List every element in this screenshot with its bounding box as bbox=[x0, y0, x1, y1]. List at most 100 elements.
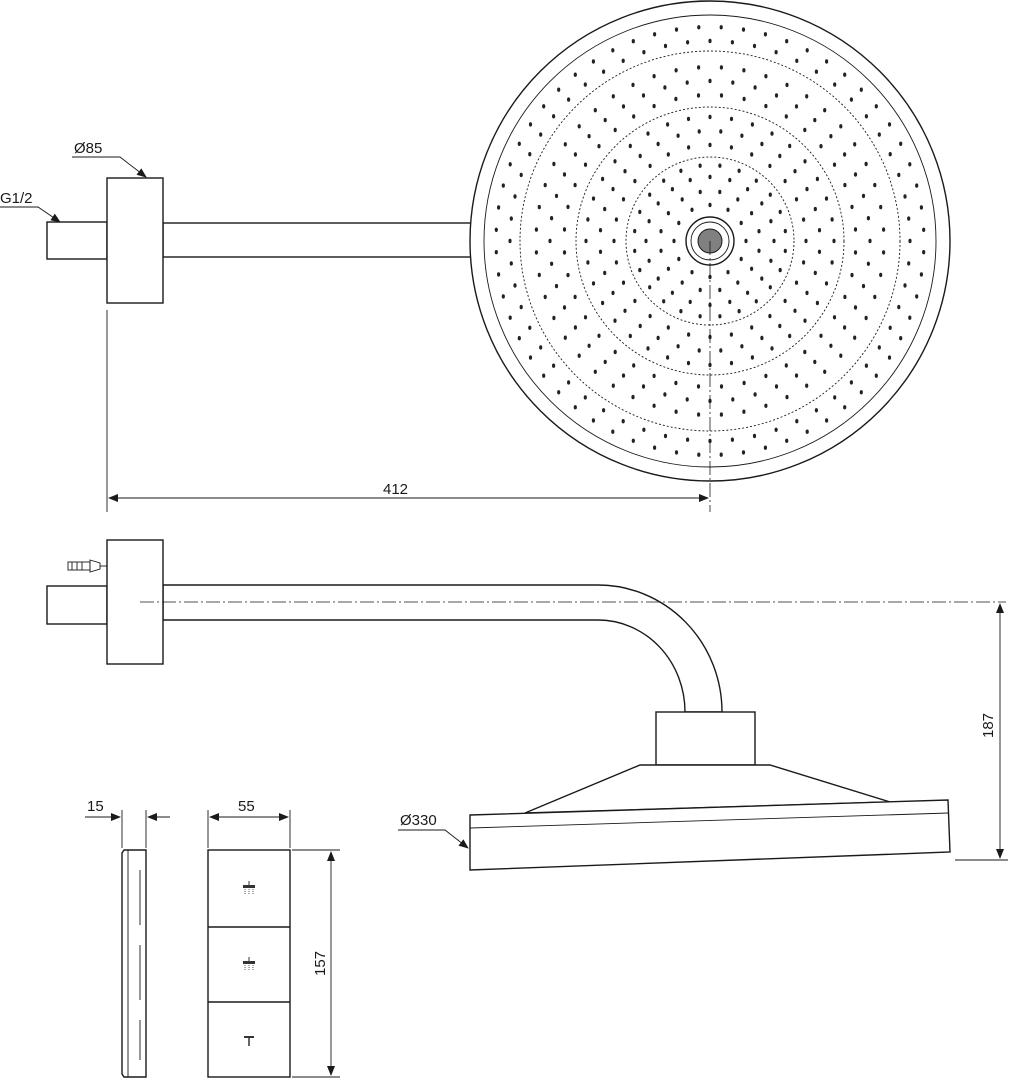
nozzle bbox=[719, 412, 724, 417]
nozzle bbox=[753, 85, 757, 90]
dim-15: 15 bbox=[87, 798, 104, 815]
nozzle bbox=[897, 304, 901, 310]
nozzle bbox=[899, 141, 903, 146]
nozzle bbox=[611, 186, 615, 192]
nozzle bbox=[685, 80, 689, 85]
nozzle bbox=[843, 152, 847, 157]
nozzle bbox=[690, 270, 694, 275]
nozzle bbox=[850, 272, 854, 278]
nozzle bbox=[853, 142, 857, 147]
nozzle bbox=[813, 270, 817, 276]
nozzle bbox=[718, 287, 722, 293]
nozzle bbox=[739, 220, 743, 226]
nozzle bbox=[621, 373, 626, 378]
nozzle bbox=[718, 189, 722, 195]
nozzle bbox=[731, 397, 735, 402]
nozzle bbox=[552, 363, 556, 368]
dim-head-diameter: Ø330 bbox=[400, 812, 437, 829]
nozzle bbox=[793, 308, 797, 313]
nozzle bbox=[795, 419, 799, 424]
nozzle bbox=[718, 314, 722, 319]
nozzle bbox=[719, 384, 724, 389]
arm bbox=[162, 222, 474, 258]
nozzle bbox=[740, 133, 744, 138]
nozzle bbox=[674, 380, 678, 386]
nozzle bbox=[719, 93, 724, 98]
nozzle bbox=[794, 197, 799, 202]
nozzle bbox=[757, 248, 761, 253]
nozzle bbox=[864, 161, 868, 167]
nozzle bbox=[656, 141, 660, 147]
top-view: 412 Ø85 G1/2 bbox=[0, 0, 951, 512]
nozzle bbox=[778, 209, 782, 215]
nozzle bbox=[648, 163, 652, 169]
nozzle bbox=[794, 104, 799, 109]
nozzle bbox=[598, 228, 603, 233]
nozzle bbox=[768, 163, 772, 169]
nozzle bbox=[718, 163, 722, 168]
nozzle bbox=[583, 162, 588, 167]
nozzle bbox=[566, 272, 570, 278]
control-panel-views: 15 55 157 bbox=[85, 798, 340, 1078]
nozzle bbox=[591, 196, 596, 201]
head-plate bbox=[469, 799, 951, 871]
nozzle bbox=[729, 145, 734, 150]
nozzle bbox=[903, 194, 907, 199]
nozzle bbox=[760, 141, 764, 147]
nozzle bbox=[677, 220, 681, 226]
nozzle bbox=[601, 300, 605, 306]
nozzle bbox=[708, 174, 712, 180]
nozzle bbox=[744, 238, 748, 244]
nozzle bbox=[823, 108, 827, 113]
nozzle bbox=[803, 127, 807, 133]
nozzle bbox=[736, 197, 740, 202]
nozzle bbox=[647, 219, 651, 224]
nozzle bbox=[726, 207, 730, 212]
nozzle bbox=[719, 25, 723, 30]
nozzle bbox=[825, 59, 829, 64]
nozzle bbox=[631, 82, 635, 88]
nozzle bbox=[760, 276, 764, 281]
nozzle bbox=[785, 438, 789, 443]
nozzle bbox=[874, 373, 878, 378]
nozzle bbox=[853, 172, 858, 177]
nozzle bbox=[815, 300, 820, 306]
nozzle bbox=[602, 69, 606, 74]
nozzle bbox=[674, 27, 679, 32]
nozzle bbox=[539, 345, 543, 350]
nozzle bbox=[805, 186, 809, 192]
nozzle bbox=[513, 283, 517, 288]
dim-412: 412 bbox=[383, 481, 408, 498]
nozzle bbox=[750, 325, 754, 330]
nozzle bbox=[577, 353, 581, 358]
nozzle bbox=[850, 204, 854, 210]
nozzle bbox=[754, 299, 758, 304]
nozzle bbox=[754, 178, 758, 183]
nozzle bbox=[666, 211, 671, 216]
nozzle bbox=[899, 336, 903, 341]
nozzle bbox=[830, 217, 834, 222]
nozzle bbox=[539, 132, 543, 137]
nozzle bbox=[864, 315, 868, 321]
nozzle bbox=[868, 238, 872, 244]
nozzle bbox=[739, 256, 743, 262]
nozzle bbox=[708, 202, 712, 208]
nozzle bbox=[750, 355, 755, 360]
nozzle bbox=[603, 117, 607, 123]
nozzle bbox=[908, 315, 912, 320]
nozzle bbox=[832, 162, 837, 167]
nozzle bbox=[888, 152, 892, 157]
nozzle bbox=[537, 272, 541, 278]
nozzle bbox=[573, 405, 577, 410]
nozzle bbox=[528, 325, 532, 330]
nozzle bbox=[922, 227, 926, 232]
nozzle bbox=[774, 50, 778, 55]
nozzle bbox=[543, 294, 547, 300]
nozzle bbox=[708, 78, 712, 84]
nozzle bbox=[764, 403, 768, 408]
nozzle bbox=[653, 32, 657, 37]
nozzle bbox=[794, 373, 799, 378]
nozzle bbox=[603, 206, 607, 212]
nozzle bbox=[698, 287, 702, 293]
nozzle bbox=[728, 299, 732, 305]
